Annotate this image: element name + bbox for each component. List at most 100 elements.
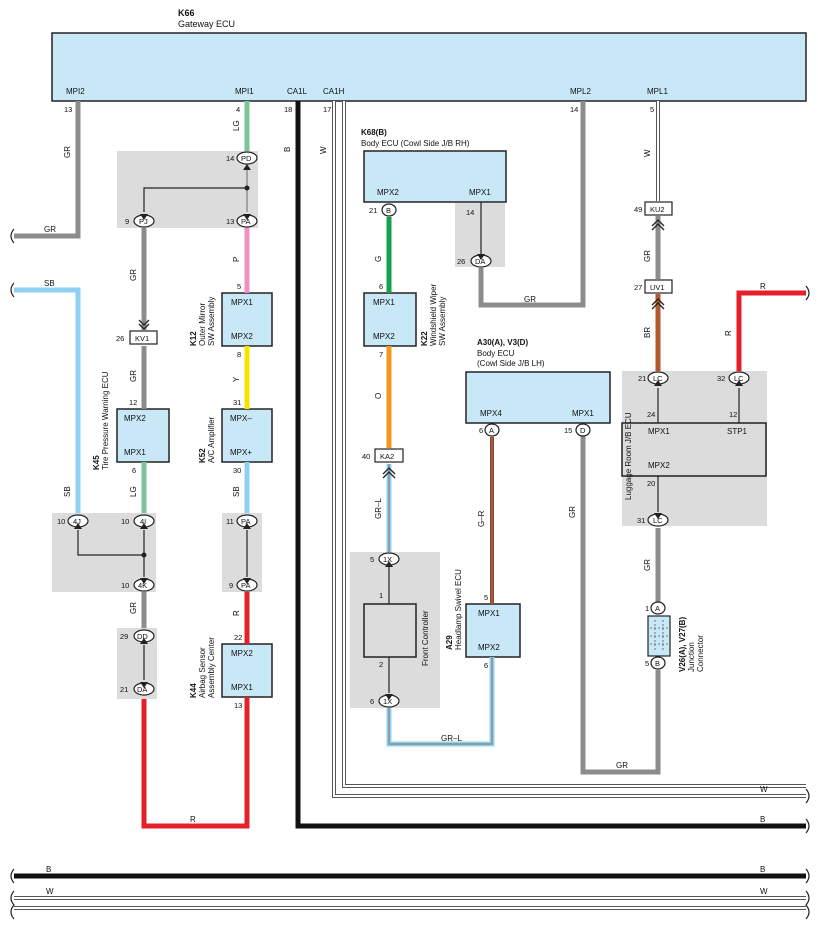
wl-b-ca1l: B (283, 147, 292, 152)
wl-p: P (232, 257, 241, 262)
wire-pd-split (143, 187, 247, 212)
body-ecu-lh-mpx4: MPX4 (480, 409, 502, 418)
ku2-pin: 49 (634, 205, 642, 214)
pj-pin: 9 (125, 217, 129, 226)
wl-w-ca1h: W (319, 146, 328, 154)
wl-y: Y (232, 376, 241, 382)
pa-pin9: 9 (229, 581, 233, 590)
arrow-pj (140, 214, 148, 220)
wl-g-r: G–R (477, 510, 486, 527)
wire-w-second-inner (343, 101, 806, 787)
lc-label-32: LC (734, 374, 744, 383)
fc-conn-bottom: 1X (383, 697, 392, 706)
wl-gr-pj: GR (129, 269, 138, 281)
uv1-pin: 27 (634, 283, 642, 292)
wl-o: O (374, 393, 383, 399)
tag-ka2 (374, 448, 404, 463)
headlamp-swivel-box (465, 603, 521, 658)
conn-b-rh (381, 203, 397, 217)
wl-gr-da: GR (524, 295, 536, 304)
tpms-name: Tire Pressure Warning ECU (101, 371, 110, 470)
junction-name1: Junction (687, 642, 696, 672)
airbag-pin22: 22 (234, 633, 242, 642)
wl-b-bus-left: B (46, 865, 51, 874)
arrow-da-rh (477, 254, 485, 260)
arrow-pd (243, 164, 251, 170)
headlamp-mpx2: MPX2 (478, 643, 500, 652)
break-left-w (10, 890, 15, 920)
ka2-pin: 40 (362, 452, 370, 461)
wiper-mpx2: MPX2 (373, 332, 395, 341)
mirror-mpx2: MPX2 (231, 332, 253, 341)
arrow-pa-9 (243, 578, 251, 584)
wire-gr-bottom-loop (580, 431, 661, 775)
arrow-lc21 (654, 380, 662, 386)
j4i-label: 4I (140, 517, 146, 526)
j4k-pin: 10 (121, 581, 129, 590)
gateway-num-ca1h: 17 (323, 105, 331, 114)
arrow-lc31 (654, 513, 662, 519)
body-ecu-lh-code: A30(A), V3(D) (477, 338, 528, 347)
conn-b-junction (650, 656, 666, 670)
airbag-name1: Airbag Sensor (198, 647, 207, 698)
lc-pin32: 32 (717, 374, 725, 383)
fc-name: Front Controller (421, 610, 430, 666)
tpms-pin12: 12 (129, 398, 137, 407)
body-ecu-rh-pin26: 26 (457, 257, 465, 266)
arrow-1x-bottom (385, 694, 393, 700)
fc-pin6: 6 (370, 697, 374, 706)
fc-pin1: 1 (379, 591, 383, 600)
chevron-uv1 (651, 298, 665, 310)
luggage-room-ecu-box (621, 422, 767, 477)
gateway-num-mpi1: 4 (236, 105, 240, 114)
ac-pin31: 31 (233, 398, 241, 407)
headlamp-code: A29 (445, 635, 454, 650)
gateway-pin-ca1h: CA1H (323, 87, 345, 96)
gateway-num-mpl1: 5 (650, 105, 654, 114)
pd-label: PD (241, 154, 252, 163)
airbag-mpx2: MPX2 (231, 649, 253, 658)
j4i-pin: 10 (121, 517, 129, 526)
wiper-name1: Windshield Wiper (429, 283, 438, 346)
body-ecu-rh-conn-b: B (386, 206, 391, 215)
fc-pin5: 5 (370, 555, 374, 564)
lc-stp1: STP1 (727, 427, 748, 436)
kv1-pin: 26 (116, 334, 124, 343)
body-ecu-rh-code: K68(B) (361, 128, 387, 137)
break-left-b (10, 868, 15, 884)
chevron-ka2 (382, 467, 396, 479)
wiper-name2: SW Assembly (438, 297, 447, 346)
wl-w-mpl1: W (643, 149, 652, 157)
tag-ku2 (644, 201, 673, 216)
splice-4i (141, 552, 147, 558)
wl-gr-left: GR (44, 225, 56, 234)
wire-r-stp1 (736, 290, 806, 371)
dd-pin: 29 (120, 632, 128, 641)
wl-gr-d: GR (568, 506, 577, 518)
conn-a-junction (650, 601, 666, 615)
wl-lg-mpi1: LG (232, 120, 241, 131)
dd-label: DD (137, 632, 148, 641)
body-ecu-lh-conn-a: A (489, 426, 494, 435)
lc-label-31: LC (653, 516, 663, 525)
luggage-name: Luggage Room J/B ECU (624, 412, 633, 500)
junction-conn-a: A (655, 604, 660, 613)
headlamp-mpx1: MPX1 (478, 609, 500, 618)
body-ecu-rh-pin14: 14 (466, 208, 474, 217)
front-controller-box (363, 603, 417, 658)
wiper-pin6: 6 (379, 282, 383, 291)
body-ecu-rh-box (363, 150, 507, 203)
lc-pin12: 12 (729, 410, 737, 419)
arrow-lc32 (735, 380, 743, 386)
wire-w-ca1h-inner (333, 101, 806, 797)
gateway-name: Gateway ECU (178, 19, 235, 29)
gateway-num-mpl2: 14 (570, 105, 578, 114)
gateway-pin-mpl2: MPL2 (570, 87, 591, 96)
lc-pin20: 20 (647, 479, 655, 488)
arrow-4j (74, 523, 82, 529)
break-left-sb (10, 282, 15, 298)
airbag-name2: Assembly Center (207, 637, 216, 698)
airbag-mpx1: MPX1 (231, 683, 253, 692)
chevron-ku2 (651, 219, 665, 231)
ac-name: A/C Amplifier (207, 416, 216, 463)
